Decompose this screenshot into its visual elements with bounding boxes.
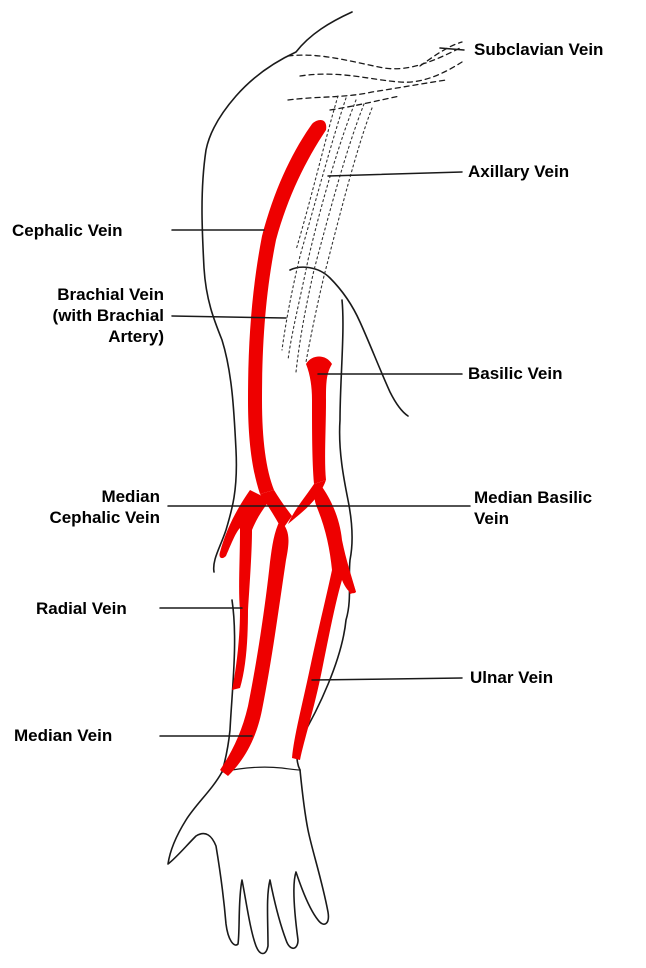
label-median-cephalic-line1: Median: [8, 486, 160, 507]
label-brachial-line2: (with Brachial: [8, 305, 164, 326]
arm-outline: [168, 12, 408, 954]
leader-brachial: [172, 316, 286, 318]
shoulder-dashed-lines: [288, 42, 462, 110]
label-basilic-vein: Basilic Vein: [468, 363, 563, 384]
label-brachial-line3: Artery): [8, 326, 164, 347]
label-brachial-vein: Brachial Vein (with Brachial Artery): [8, 284, 164, 347]
basilic-vein: [306, 357, 332, 485]
label-axillary-vein: Axillary Vein: [468, 161, 569, 182]
label-brachial-line1: Brachial Vein: [8, 284, 164, 305]
leader-axillary: [328, 172, 462, 176]
label-median-basilic-line1: Median Basilic: [474, 487, 592, 508]
median-cephalic-branch: [260, 490, 292, 530]
label-median-basilic-vein: Median Basilic Vein: [474, 487, 592, 529]
label-cephalic-vein: Cephalic Vein: [12, 220, 123, 241]
leader-ulnar: [312, 678, 462, 680]
label-median-basilic-line2: Vein: [474, 508, 592, 529]
label-ulnar-vein: Ulnar Vein: [470, 667, 553, 688]
label-radial-vein: Radial Vein: [36, 598, 127, 619]
label-median-cephalic-vein: Median Cephalic Vein: [8, 486, 160, 528]
label-subclavian-vein: Subclavian Vein: [474, 39, 603, 60]
veins: [219, 120, 356, 776]
label-median-cephalic-line2: Cephalic Vein: [8, 507, 160, 528]
median-vein: [220, 520, 288, 776]
label-median-vein: Median Vein: [14, 725, 112, 746]
axillary-dotted-lines: [282, 96, 372, 372]
